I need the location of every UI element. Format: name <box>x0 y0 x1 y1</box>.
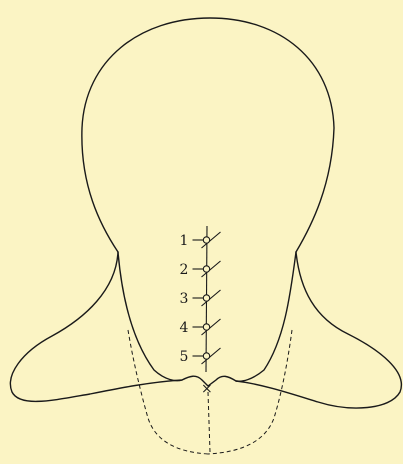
stitch-3: 3 <box>180 290 221 307</box>
stitch-hole <box>203 353 209 359</box>
stitch-hole <box>203 237 209 243</box>
stitch-hole <box>203 295 209 301</box>
stitch-5: 5 <box>180 348 221 365</box>
body-line-left <box>118 252 182 381</box>
end-marker: × <box>201 381 213 397</box>
stitch-1: 1 <box>180 232 221 249</box>
stitch-number-label: 1 <box>180 233 189 249</box>
body-line-right <box>236 252 296 381</box>
stitch-group: 1 2 3 4 5 <box>180 232 221 365</box>
stitch-4: 4 <box>180 319 221 336</box>
stitch-hole <box>203 324 209 330</box>
dashed-fold-left <box>128 330 208 454</box>
stitch-number-label: 2 <box>180 262 189 278</box>
stitch-2: 2 <box>180 261 221 278</box>
stitch-number-label: 3 <box>180 291 189 307</box>
stitch-hole <box>203 266 209 272</box>
stitch-number-label: 5 <box>180 349 189 365</box>
dashed-centre-line <box>208 392 210 452</box>
stitch-number-label: 4 <box>180 320 189 336</box>
